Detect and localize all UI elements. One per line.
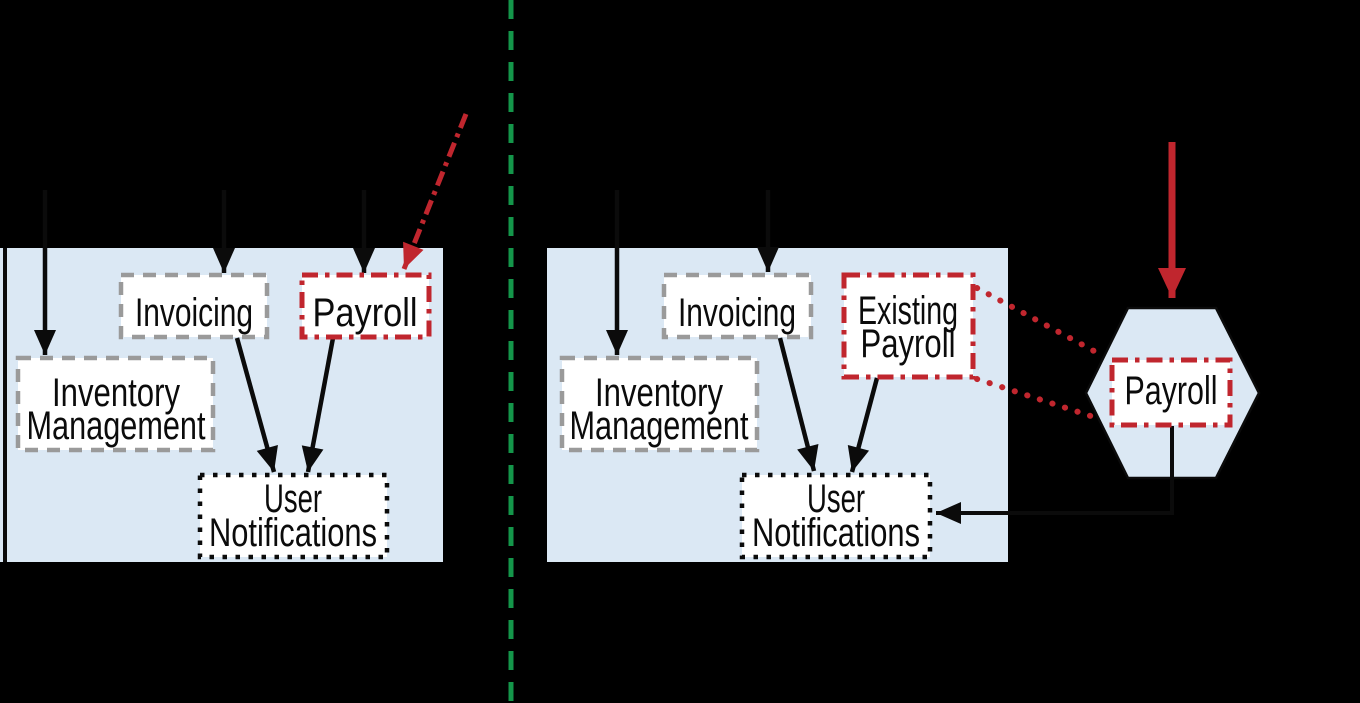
- notifications-label-line1-left: User: [264, 477, 322, 521]
- inventory-label-line1-right: Inventory: [595, 371, 723, 415]
- existing-payroll-label-line2-right: Payroll: [861, 322, 956, 366]
- callout-line-bottom: [974, 376, 1103, 422]
- payroll-box-left: [299, 272, 432, 340]
- notifications-label-line2-left: Notifications: [209, 511, 377, 555]
- invoicing-label-left: Invoicing: [135, 291, 253, 335]
- inventory-label-line2-left: Management: [27, 404, 206, 448]
- arrow-invoicing-to-notifications-left: [234, 337, 278, 473]
- arrow-invoicing-to-notifications-right: [777, 337, 819, 472]
- arrow-existing-payroll-to-notifications-right: [847, 377, 880, 473]
- invoicing-label-right: Invoicing: [678, 291, 796, 335]
- invoicing-box-right: [661, 272, 814, 340]
- user-notifications-box-right: [739, 472, 933, 560]
- inventory-management-box-right: [559, 355, 760, 453]
- notifications-label-line2-right: Notifications: [752, 511, 920, 555]
- inventory-label-line2-right: Management: [570, 404, 749, 448]
- payroll-label-hexagon: Payroll: [1125, 369, 1218, 413]
- invoicing-box-left: [118, 272, 270, 340]
- red-dashdot-arrow-into-payroll: [401, 113, 469, 270]
- user-notifications-box-left: [197, 472, 390, 560]
- payroll-label-left: Payroll: [313, 291, 418, 335]
- existing-payroll-label-line1-right: Existing: [858, 289, 958, 333]
- arrow-payroll-to-notifications-left: [301, 337, 336, 473]
- inventory-label-line1-left: Inventory: [52, 371, 180, 415]
- existing-payroll-box-right: [841, 272, 976, 380]
- arrow-hexagon-to-notifications: [936, 426, 1174, 524]
- inventory-management-box-left: [15, 355, 216, 453]
- callout-line-top: [974, 285, 1097, 354]
- notifications-label-line1-right: User: [807, 477, 865, 521]
- payroll-box-hexagon: [1109, 357, 1233, 428]
